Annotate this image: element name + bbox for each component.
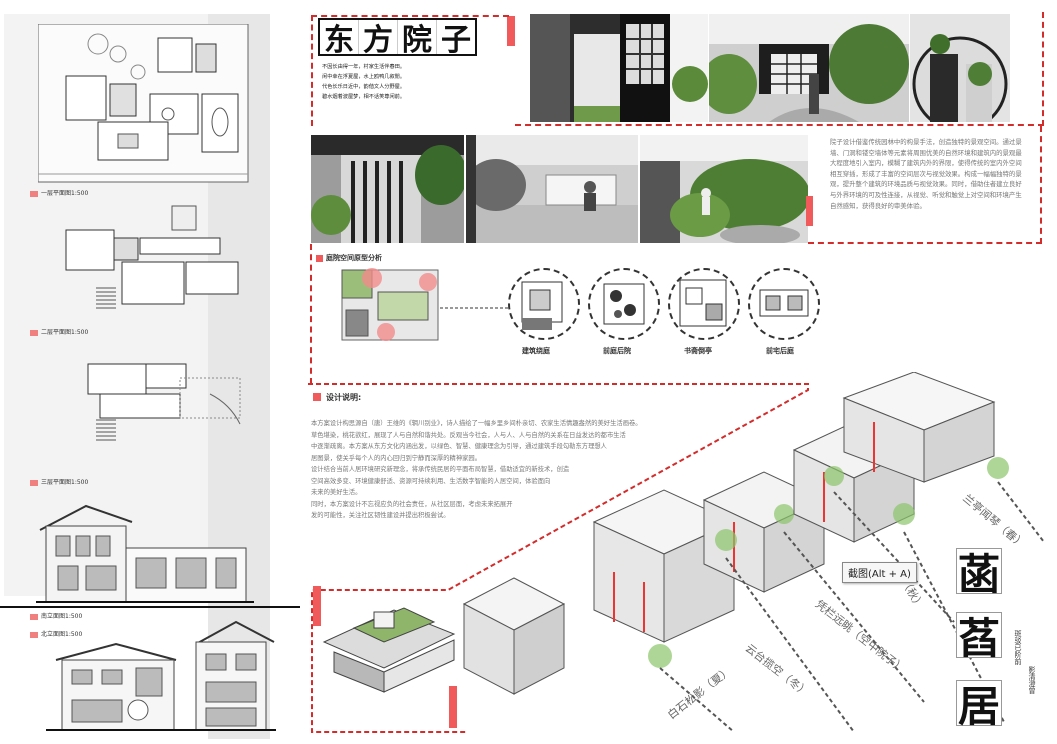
design-paragraph: 发的可能性，关注社区韧性建设并提出积极尝试。 bbox=[311, 512, 450, 519]
photo-drawing bbox=[530, 14, 708, 122]
north-elevation bbox=[46, 620, 276, 732]
prototype-circle-4 bbox=[748, 268, 820, 340]
prototype-drawing bbox=[341, 268, 439, 341]
poem-line: 闲中幸在浮夏屋，水上鸥鸭几叙閒。 bbox=[322, 74, 406, 80]
title-box: 东 方 院 子 bbox=[318, 18, 477, 58]
title-char: 子 bbox=[441, 23, 471, 58]
seal-char: 居 bbox=[956, 680, 1002, 731]
design-paragraph: 同时，本方案设计不忘视应负的社会责任，从社区层面，考虑未来拓展开 bbox=[311, 500, 513, 508]
label-marker bbox=[30, 479, 38, 486]
photo-courtyard-3 bbox=[910, 14, 1010, 122]
floor3-drawing bbox=[87, 363, 241, 441]
design-paragraph: 中逐渐疏离。本方案从东方文化内涵出发，以绿色、智慧、健康理念为引导，通过建筑手段… bbox=[311, 443, 607, 450]
south-elevation-drawing bbox=[36, 504, 254, 603]
floor1-label: 一层平面图1:500 bbox=[30, 188, 88, 197]
photo-interior-3 bbox=[640, 135, 808, 243]
design-paragraph: 空间高效多变、环境健康舒适、资源可持续利用、生活数字智能的人居空间，体验面向 bbox=[311, 477, 551, 485]
floor2-label: 二层平面图1:500 bbox=[30, 327, 88, 336]
intro-text: 院子设计借鉴传统园林中的构景手法，创造独特的景观空间。通过景墙、门洞和镂空墙体等… bbox=[830, 138, 1022, 210]
top-stack bbox=[842, 372, 1009, 483]
design-paragraph: 未来的美好生活。 bbox=[311, 489, 362, 496]
vertical-text-line: 斑驳已 bbox=[1014, 630, 1022, 651]
photo-interior-2 bbox=[466, 135, 638, 243]
photo-drawing bbox=[640, 135, 808, 243]
title-char: 方 bbox=[359, 20, 398, 58]
floor2-drawing bbox=[65, 205, 239, 309]
intro-frame bbox=[808, 126, 1042, 244]
vertical-text-line: 清澄 bbox=[1028, 673, 1036, 687]
bottom-accent-bar-2 bbox=[449, 686, 457, 728]
design-marker bbox=[313, 393, 321, 401]
design-paragraph: 本方案设计构思源自（唐）王维的《辋川别业》，诗人描绘了一幅乡里乡间朴亲切、农家生… bbox=[311, 420, 642, 427]
screenshot-tooltip: 截图(Alt + A) bbox=[842, 562, 917, 583]
label-marker bbox=[30, 631, 38, 638]
title-accent-bar bbox=[507, 16, 515, 46]
photo-drawing bbox=[910, 14, 1010, 122]
photo-accent-bar bbox=[806, 196, 813, 226]
bottom-accent-bar bbox=[313, 586, 321, 626]
prototype-caption: 前宅后庭 bbox=[766, 347, 794, 355]
poem-line: 代色长乐日近中，韵偕文人分野屋。 bbox=[322, 84, 406, 90]
vertical-text-line: 阶前 bbox=[1014, 651, 1022, 665]
floor3-plan bbox=[60, 354, 250, 464]
vertical-text-line: 曾 bbox=[1028, 687, 1036, 694]
prototype-caption: 书斋倒亭 bbox=[684, 347, 712, 355]
label-marker bbox=[30, 613, 38, 620]
prototype-marker bbox=[316, 255, 323, 262]
photo-courtyard-1 bbox=[530, 14, 708, 122]
design-paragraph: 居图景，使关乎每个人的内心回归到宁静而深厚的精神家园。 bbox=[311, 454, 482, 462]
north-elev-label: 北立面图1:500 bbox=[30, 629, 82, 638]
prototype-circle-2 bbox=[588, 268, 660, 340]
floor1-drawing bbox=[37, 23, 249, 183]
photo-strip-top-frame bbox=[515, 12, 1044, 126]
divider-line bbox=[0, 606, 300, 608]
white-tower bbox=[462, 577, 566, 695]
photo-interior-1 bbox=[311, 135, 464, 243]
prototype-plan bbox=[338, 262, 442, 342]
seal-char: 菡 bbox=[956, 548, 1002, 599]
vertical-text: 斑驳已阶前 bbox=[1012, 630, 1022, 665]
title-char: 院 bbox=[398, 20, 437, 58]
prototype-frame bbox=[310, 244, 810, 384]
floor3-label: 三层平面图1:500 bbox=[30, 477, 88, 486]
label-marker bbox=[30, 190, 38, 197]
vertical-text-2: 影清澄曾 bbox=[1026, 666, 1036, 694]
photo-drawing bbox=[311, 135, 464, 243]
design-paragraph: 草色堪染，桃花欲红，展现了人与自然和谐共处。反观当今社会，人与人、人与自然的关系… bbox=[311, 431, 626, 439]
poem: 不因长由得一年，村家生活伴春田。 闲中幸在浮夏屋，水上鸥鸭几叙閒。 代色长乐日近… bbox=[322, 62, 482, 102]
aerial-model bbox=[322, 607, 456, 693]
exploded-axonometric bbox=[322, 372, 1045, 733]
floor1-plan bbox=[37, 23, 250, 184]
title-frame bbox=[311, 15, 509, 126]
design-heading: 设计说明: bbox=[326, 393, 362, 402]
prototype-circle-1 bbox=[508, 268, 580, 340]
prototype-caption: 建筑绕庭 bbox=[522, 347, 550, 355]
floor2-plan bbox=[60, 200, 250, 320]
seal-char: 萏 bbox=[956, 612, 1002, 663]
vertical-text-line: 影 bbox=[1028, 666, 1036, 673]
prototype-circle-3 bbox=[668, 268, 740, 340]
prototype-connector bbox=[440, 307, 516, 309]
design-text: 本方案设计构思源自（唐）王维的《辋川别业》，诗人描绘了一幅乡里乡间朴亲切、农家生… bbox=[311, 418, 781, 522]
poem-line: 碧水烟着波屋梦，相不话笑尊闲前。 bbox=[322, 94, 406, 100]
photo-drawing bbox=[466, 135, 638, 243]
photo-drawing bbox=[709, 14, 909, 122]
diagonal-dashed-frame bbox=[308, 383, 809, 733]
label-marker bbox=[30, 329, 38, 336]
south-elevation bbox=[36, 496, 254, 606]
design-paragraph: 设计结合当前人居环境研究新理念，将承传统民居的平面布局智慧，借助适宜的新技术，创… bbox=[311, 466, 570, 473]
poem-line: 不因长由得一年，村家生活伴春田。 bbox=[322, 64, 406, 70]
prototype-heading: 庭院空间原型分析 bbox=[326, 254, 382, 262]
prototype-caption: 前庭后院 bbox=[603, 347, 631, 355]
south-elev-label: 南立面图1:500 bbox=[30, 611, 82, 620]
title-char: 东 bbox=[320, 20, 359, 58]
north-elevation-drawing bbox=[46, 620, 276, 731]
photo-courtyard-2 bbox=[709, 14, 909, 122]
